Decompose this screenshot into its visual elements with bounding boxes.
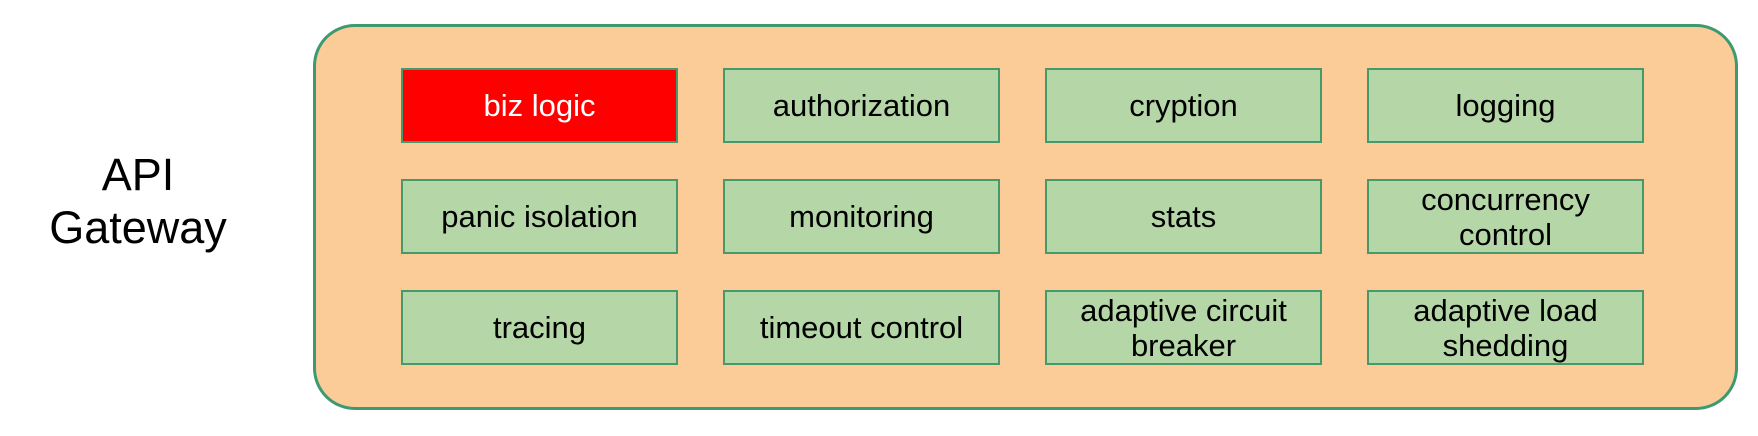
feature-box-authorization[interactable]: authorization	[723, 68, 1000, 143]
feature-box-biz-logic[interactable]: biz logic	[401, 68, 678, 143]
feature-box-adaptive-load-shedding[interactable]: adaptive load shedding	[1367, 290, 1644, 365]
feature-box-timeout-control[interactable]: timeout control	[723, 290, 1000, 365]
feature-box-tracing[interactable]: tracing	[401, 290, 678, 365]
feature-box-stats[interactable]: stats	[1045, 179, 1322, 254]
feature-box-monitoring[interactable]: monitoring	[723, 179, 1000, 254]
api-gateway-label: API Gateway	[49, 149, 227, 253]
feature-box-concurrency-control[interactable]: concurrency control	[1367, 179, 1644, 254]
feature-grid: biz logic authorization cryption logging…	[401, 68, 1645, 365]
feature-box-panic-isolation[interactable]: panic isolation	[401, 179, 678, 254]
api-gateway-panel: biz logic authorization cryption logging…	[313, 24, 1738, 410]
feature-box-cryption[interactable]: cryption	[1045, 68, 1322, 143]
feature-box-adaptive-circuit-breaker[interactable]: adaptive circuit breaker	[1045, 290, 1322, 365]
feature-box-logging[interactable]: logging	[1367, 68, 1644, 143]
